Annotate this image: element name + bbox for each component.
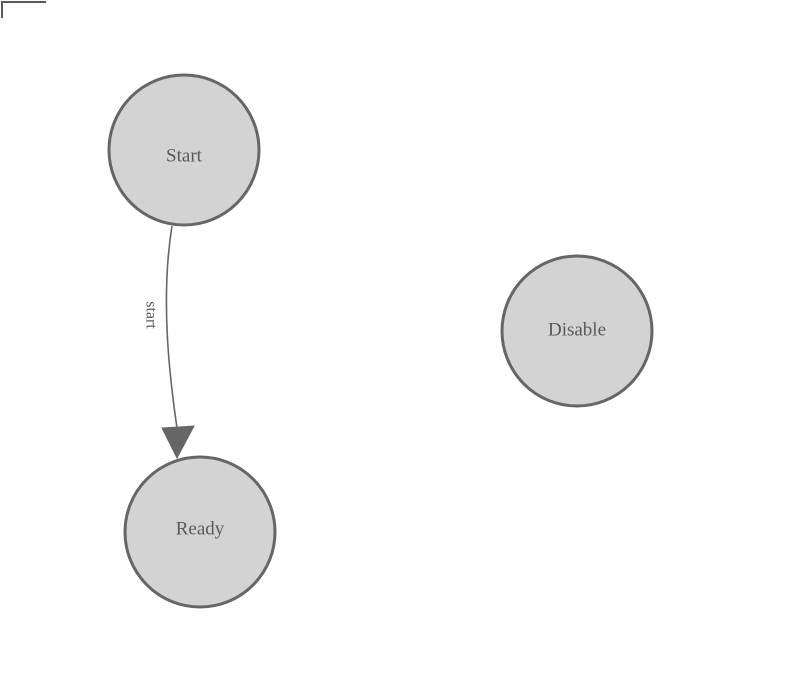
state-node-disable[interactable]: Disable [500, 254, 654, 408]
state-node-ready[interactable]: Ready [123, 455, 277, 609]
state-label: Start [166, 145, 203, 166]
state-circle [500, 254, 654, 408]
top-left-corner-mark [1, 1, 46, 18]
arrowhead-icon [161, 425, 195, 460]
transition-line [165, 225, 178, 429]
state-label: Ready [176, 518, 225, 539]
transition-start-to-ready[interactable]: start [142, 225, 195, 460]
state-circle [123, 455, 277, 609]
transition-label-start: start [142, 301, 159, 329]
state-circle [107, 73, 261, 227]
state-node-start[interactable]: Start [107, 73, 261, 227]
state-label: Disable [548, 319, 606, 340]
